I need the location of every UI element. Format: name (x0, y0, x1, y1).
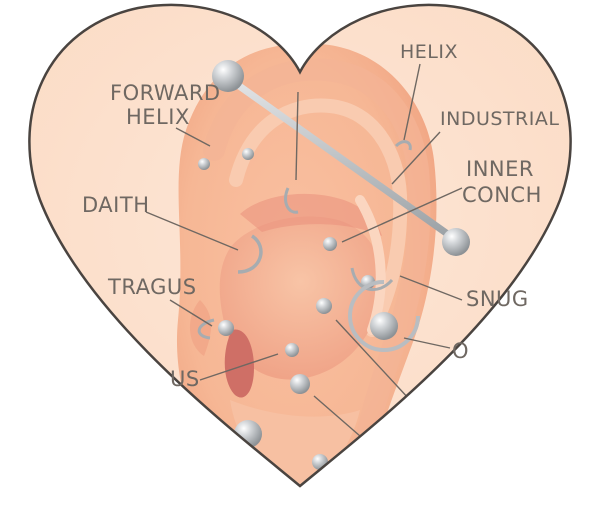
label-inner-conch-1: INNER (466, 157, 534, 181)
antitragus-stud (285, 343, 299, 357)
label-orbital-partial: O (452, 339, 469, 363)
forward-helix-stud-2 (242, 148, 254, 160)
label-helix: HELIX (400, 41, 458, 63)
forward-helix-stud-1 (198, 158, 210, 170)
label-forward-helix-2: HELIX (126, 105, 190, 129)
orbital-stud (316, 298, 332, 314)
lobe-stud-lower (312, 454, 328, 470)
label-industrial: INDUSTRIAL (440, 108, 559, 130)
tragus-ball (218, 320, 234, 336)
label-snug: SNUG (466, 287, 529, 311)
industrial-ball-bottom (442, 228, 470, 256)
label-tragus: TRAGUS (107, 275, 197, 299)
label-inner-conch-2: CONCH (462, 183, 542, 207)
label-daith: DAITH (82, 193, 149, 217)
label-antitragus-partial: US (170, 367, 200, 391)
inner-conch-stud (323, 237, 337, 251)
lobe-stud-upper (290, 374, 310, 394)
label-forward-helix-1: FORWARD (110, 81, 221, 105)
orbital-ball (370, 312, 398, 340)
